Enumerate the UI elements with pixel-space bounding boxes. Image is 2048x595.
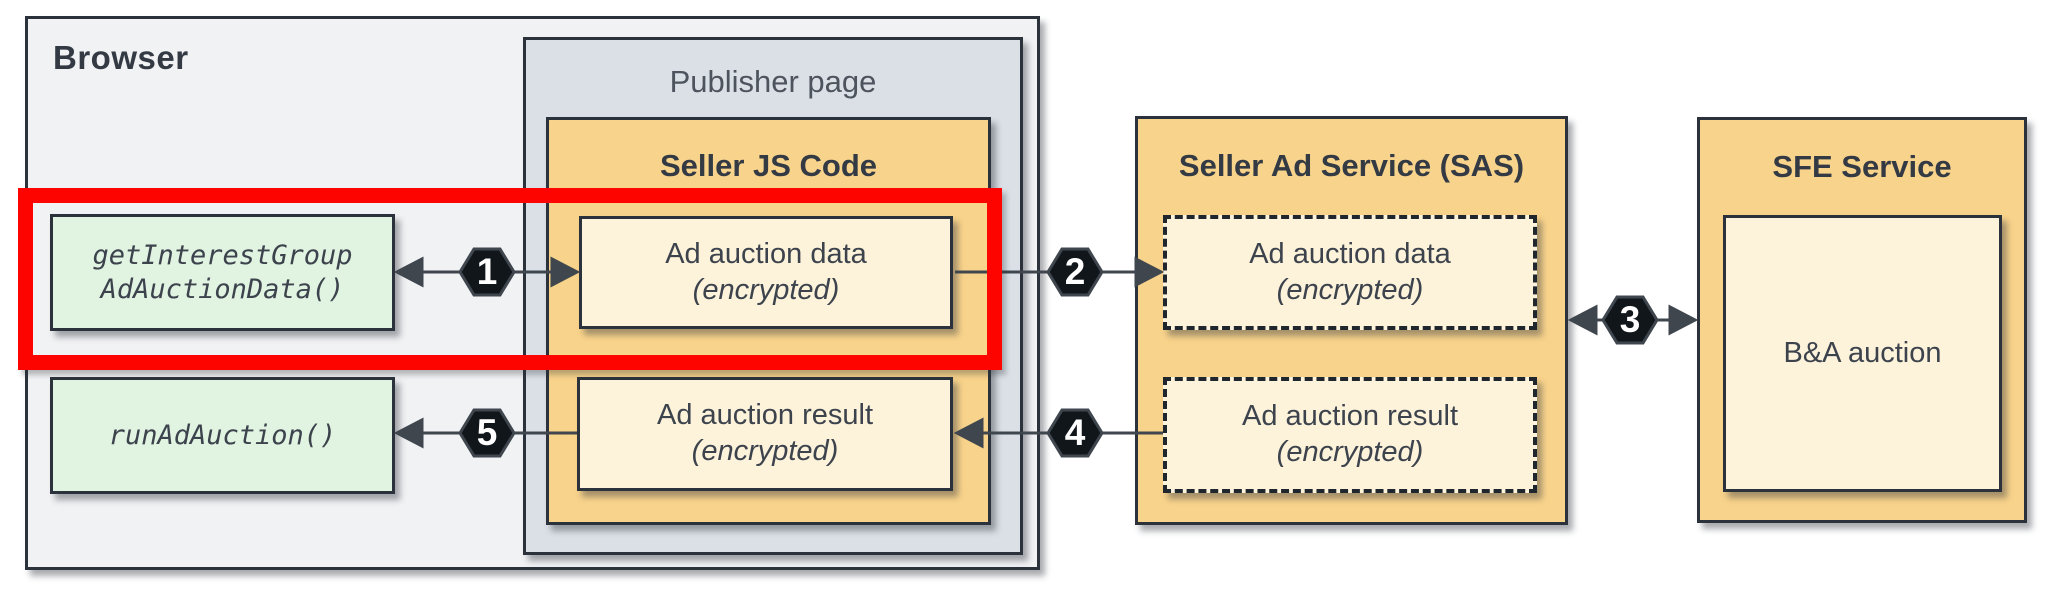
ba-auction-label: B&A auction bbox=[1726, 218, 1999, 489]
ad-auction-result-line1: Ad auction result bbox=[656, 399, 873, 432]
ad-auction-data-label: Ad auction data (encrypted) bbox=[582, 219, 950, 326]
sas-ad-auction-data-label: Ad auction data (encrypted) bbox=[1167, 219, 1533, 326]
get-interest-group-line1: getInterestGroup bbox=[92, 240, 353, 272]
step-hexagon-icon bbox=[1046, 247, 1104, 297]
step-hexagon-icon bbox=[1601, 295, 1659, 345]
ad-auction-data-line2: (encrypted) bbox=[692, 273, 840, 306]
get-interest-group-ad-auction-data-box: getInterestGroup AdAuctionData() bbox=[50, 214, 395, 331]
step-number: 2 bbox=[1064, 250, 1086, 292]
sas-ad-auction-result-label: Ad auction result (encrypted) bbox=[1167, 381, 1533, 489]
publisher-page-title: Publisher page bbox=[669, 64, 877, 99]
ad-auction-result-box: Ad auction result (encrypted) bbox=[577, 377, 953, 491]
ad-auction-result-line2: (encrypted) bbox=[691, 435, 839, 467]
step-hexagon-icon bbox=[1046, 408, 1104, 458]
seller-ad-service-title: Seller Ad Service (SAS) bbox=[1178, 148, 1525, 183]
step-badge-4: 4 bbox=[1046, 407, 1104, 459]
sfe-service-title: SFE Service bbox=[1772, 149, 1952, 184]
run-ad-auction-line1: runAdAuction() bbox=[108, 419, 337, 451]
run-ad-auction-box: runAdAuction() bbox=[50, 377, 395, 494]
ad-auction-data-box: Ad auction data (encrypted) bbox=[579, 216, 953, 329]
step-badge-3: 3 bbox=[1601, 294, 1659, 346]
ba-auction-text: B&A auction bbox=[1783, 336, 1942, 369]
red-highlight-frame bbox=[18, 188, 1002, 370]
ad-auction-result-label: Ad auction result (encrypted) bbox=[580, 380, 950, 488]
step-number: 5 bbox=[476, 411, 498, 453]
step-number: 1 bbox=[476, 250, 498, 292]
sas-ad-auction-data-line1: Ad auction data bbox=[1249, 237, 1451, 270]
seller-js-code-title: Seller JS Code bbox=[659, 148, 878, 183]
sas-ad-auction-result-line2: (encrypted) bbox=[1276, 436, 1424, 468]
ba-auction-box: B&A auction bbox=[1723, 215, 2002, 492]
step-hexagon-icon bbox=[458, 247, 516, 297]
step-badge-5: 5 bbox=[458, 407, 516, 459]
get-interest-group-line2: AdAuctionData() bbox=[100, 273, 345, 305]
sas-ad-auction-data-box: Ad auction data (encrypted) bbox=[1163, 215, 1537, 330]
step-number: 4 bbox=[1064, 411, 1086, 453]
run-ad-auction-label: runAdAuction() bbox=[53, 380, 392, 491]
get-interest-group-label: getInterestGroup AdAuctionData() bbox=[53, 217, 392, 328]
step-number: 3 bbox=[1619, 298, 1641, 340]
step-badge-1: 1 bbox=[458, 246, 516, 298]
ad-auction-data-line1: Ad auction data bbox=[665, 237, 867, 270]
step-hexagon-icon bbox=[458, 408, 516, 458]
browser-title: Browser bbox=[53, 39, 189, 76]
sas-ad-auction-result-line1: Ad auction result bbox=[1241, 400, 1458, 433]
step-badge-2: 2 bbox=[1046, 246, 1104, 298]
sas-ad-auction-data-line2: (encrypted) bbox=[1276, 273, 1424, 306]
sas-ad-auction-result-box: Ad auction result (encrypted) bbox=[1163, 377, 1537, 493]
